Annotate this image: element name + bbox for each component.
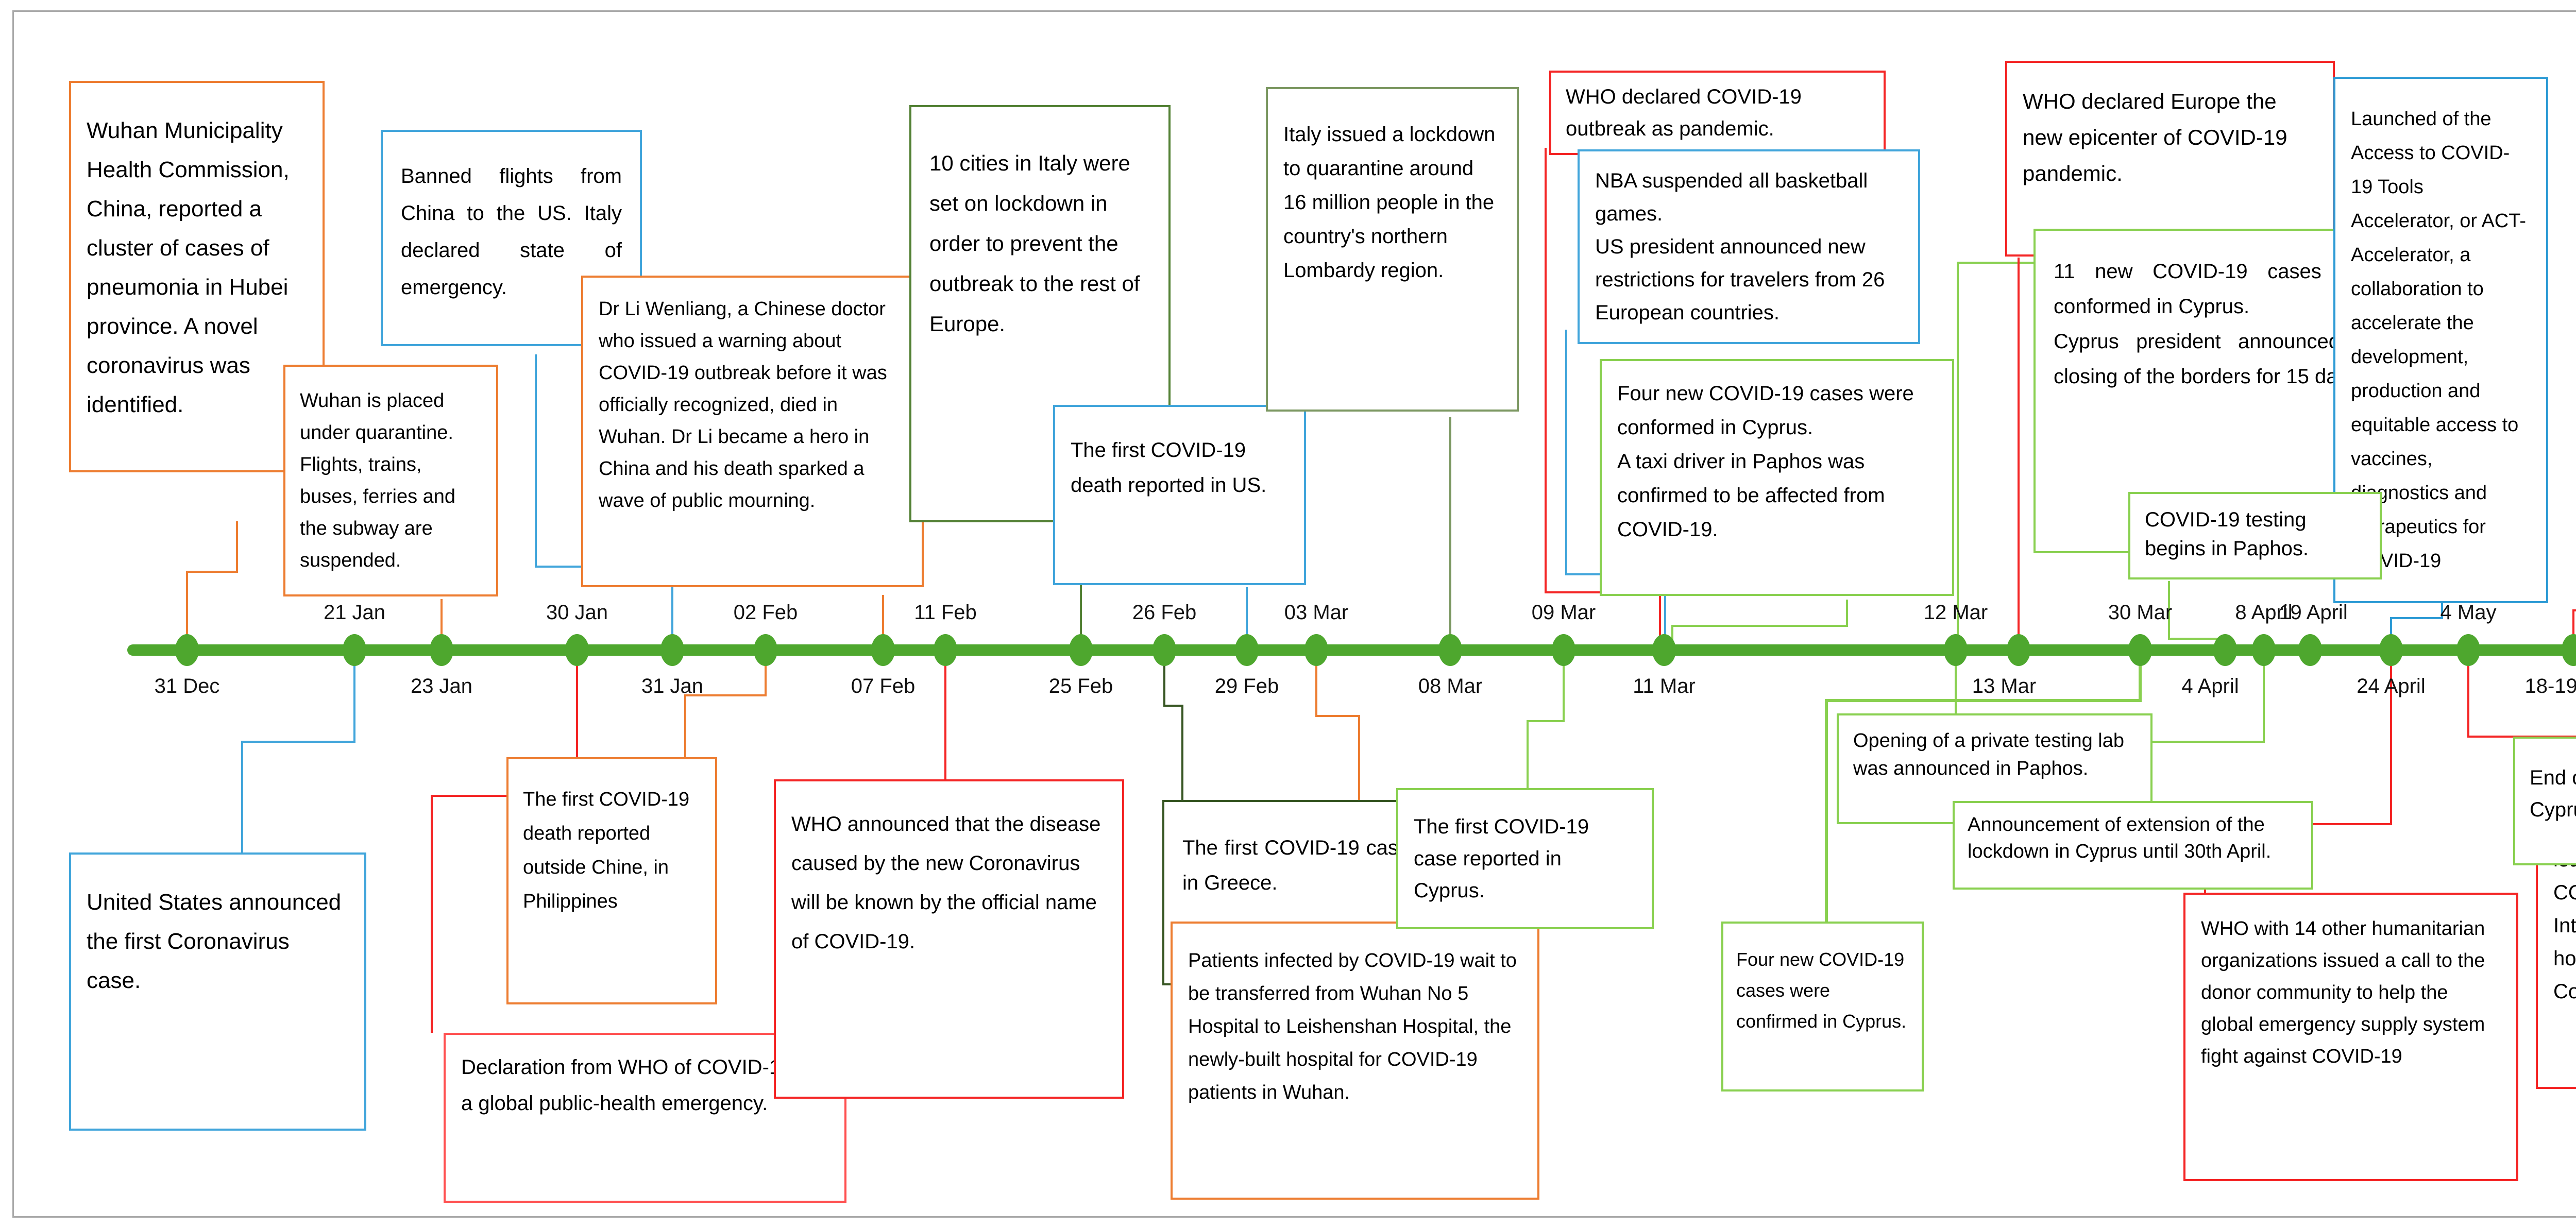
event-box-who-pandemic: WHO declared COVID-19 outbreak as pandem… <box>1549 71 1886 155</box>
date-label-8-april: 8 April <box>2235 601 2293 624</box>
date-label-31-jan: 31 Jan <box>641 675 704 697</box>
timeline-dot <box>430 634 453 666</box>
date-label-21-jan: 21 Jan <box>323 601 386 624</box>
event-box-first-cyprus: The first COVID-19 case reported in Cypr… <box>1396 788 1654 929</box>
event-box-who14: WHO with 14 other humanitarian organizat… <box>2183 893 2518 1181</box>
event-box-philippines: The first COVID-19 death reported outsid… <box>506 757 717 1004</box>
date-label-03-mar: 03 Mar <box>1284 601 1349 624</box>
date-label-13-mar: 13 Mar <box>1972 675 2037 697</box>
connector-line <box>684 656 767 757</box>
event-box-opening-lab: Opening of a private testing lab was ann… <box>1837 713 2153 824</box>
timeline-dot <box>1235 634 1259 666</box>
timeline-dot <box>2298 634 2322 666</box>
timeline-dot <box>1069 634 1093 666</box>
timeline-dot <box>175 634 199 666</box>
date-label-08-mar: 08 Mar <box>1418 675 1483 697</box>
event-box-wuhan-report: Wuhan Municipality Health Commission, Ch… <box>69 81 325 472</box>
date-label-30-mar: 30 Mar <box>2108 601 2173 624</box>
date-label-18-19-may: 18-19 May <box>2524 675 2576 697</box>
date-label-19-april: 19 April <box>2279 601 2348 624</box>
timeline-dot <box>934 634 957 666</box>
timeline-dot <box>871 634 895 666</box>
timeline-dot <box>343 634 366 666</box>
timeline-dot <box>2007 634 2030 666</box>
timeline-dot <box>2128 634 2152 666</box>
timeline-dot <box>1652 634 1676 666</box>
date-label-11-mar: 11 Mar <box>1633 675 1696 697</box>
event-box-ten-cities: 10 cities in Italy were set on lockdown … <box>909 105 1171 522</box>
date-label-25-feb: 25 Feb <box>1048 675 1113 697</box>
event-box-act-accelerator: Launched of the Access to COVID-19 Tools… <box>2333 77 2548 603</box>
timeline-dot <box>1438 634 1462 666</box>
event-box-who-declaration: Declaration from WHO of COVID-19 as a gl… <box>444 1033 846 1203</box>
connector-line <box>1527 656 1565 788</box>
date-label-11-feb: 11 Feb <box>914 601 977 624</box>
date-label-09-mar: 09 Mar <box>1531 601 1596 624</box>
event-box-italy-lombardy: Italy issued a lockdown to quarantine ar… <box>1266 87 1519 412</box>
event-box-taxi-cyprus: Four new COVID-19 cases were conformed i… <box>1600 359 1954 596</box>
event-box-wuhan-quarantine: Wuhan is placed under quarantine. Flight… <box>283 365 498 596</box>
connector-line <box>431 656 578 1033</box>
event-box-end-lockdown: End of lockdown in Cyprus <box>2513 737 2576 865</box>
date-label-31-dec: 31 Dec <box>154 675 220 697</box>
event-box-patients-wuhan: Patients infected by COVID-19 wait to be… <box>1171 922 1539 1200</box>
date-label-12-mar: 12 Mar <box>1923 601 1988 624</box>
timeline-dot <box>1304 634 1328 666</box>
timeline-dot <box>660 634 684 666</box>
event-box-us-death: The first COVID-19 death reported in US. <box>1053 405 1306 585</box>
timeline-dot <box>1944 634 1968 666</box>
outer-frame <box>12 10 2576 1218</box>
event-box-who-name: WHO announced that the disease caused by… <box>774 779 1124 1099</box>
timeline-dot <box>2562 634 2576 666</box>
event-box-testing-paphos: COVID-19 testing begins in Paphos. <box>2128 492 2382 579</box>
timeline-dot <box>754 634 777 666</box>
connector-line <box>186 521 238 644</box>
timeline-dot <box>2379 634 2403 666</box>
connector-line <box>2572 609 2576 644</box>
connector-line <box>241 656 355 852</box>
timeline-dot <box>2213 634 2237 666</box>
date-label-07-feb: 07 Feb <box>851 675 916 697</box>
connector-line <box>1671 600 1848 644</box>
connector-line <box>1163 656 1183 800</box>
date-label-26-feb: 26 Feb <box>1132 601 1197 624</box>
timeline-dot <box>565 634 589 666</box>
date-label-4-may: 4 May <box>2440 601 2497 624</box>
timeline-dot <box>2252 634 2276 666</box>
date-label-30-jan: 30 Jan <box>546 601 608 624</box>
timeline-dot <box>2456 634 2480 666</box>
timeline-dot <box>1153 634 1176 666</box>
event-box-dr-li: Dr Li Wenliang, a Chinese doctor who iss… <box>581 276 924 587</box>
timeline-dot <box>1552 634 1575 666</box>
date-label-02-feb: 02 Feb <box>733 601 798 624</box>
date-label-4-april: 4 April <box>2181 675 2239 697</box>
event-box-nba: NBA suspended all basketball games. US p… <box>1578 149 1920 344</box>
event-box-announcement-ext: Announcement of extension of the lockdow… <box>1953 801 2313 890</box>
date-label-23-jan: 23 Jan <box>410 675 473 697</box>
connector-line <box>1825 656 2142 922</box>
event-box-us-first-case: United States announced the first Corona… <box>69 852 366 1131</box>
connector-line <box>1957 262 2033 644</box>
event-box-four-confirmed: Four new COVID-19 cases were confirmed i… <box>1721 922 1924 1091</box>
date-label-24-april: 24 April <box>2357 675 2426 697</box>
connector-line <box>2467 656 2576 738</box>
date-label-29-feb: 29 Feb <box>1214 675 1279 697</box>
